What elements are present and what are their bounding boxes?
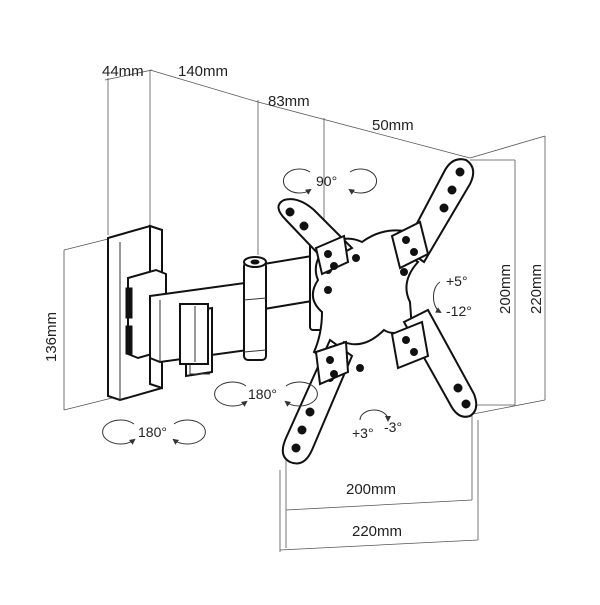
dim-200mm-horizontal: 200mm [346,481,396,498]
left-dimension-lines [63,237,113,411]
right-dimension-lines [467,136,546,416]
motion-arcs [102,168,442,445]
angle-rotation-90: 90° [316,173,337,189]
top-dimension-lines [104,69,546,255]
dimension-labels: 44mm 140mm 83mm 50mm 136mm 200mm 220mm 2… [43,63,545,540]
dim-44mm: 44mm [102,63,144,80]
angle-level-plus: +3° [352,425,374,441]
angle-wall-swivel-180: 180° [138,424,167,440]
bottom-dimension-lines [279,410,479,552]
dim-140mm: 140mm [178,63,228,80]
upper-arm [243,239,325,361]
lower-arm [149,280,263,378]
angle-level-minus: -3° [384,419,402,435]
dim-200mm-vertical: 200mm [497,264,514,314]
vesa-bracket [277,158,478,465]
dim-220mm-vertical: 220mm [528,264,545,314]
angle-tilt-up: +5° [446,273,468,289]
dim-136mm: 136mm [43,312,60,362]
angle-arm-swivel-180: 180° [248,386,277,402]
dim-220mm-horizontal: 220mm [352,523,402,540]
dim-83mm: 83mm [268,93,310,110]
dim-50mm: 50mm [372,117,414,134]
angle-tilt-down: -12° [446,303,472,319]
angle-labels: 90° 180° 180° +5° -12° +3° -3° [138,173,472,441]
